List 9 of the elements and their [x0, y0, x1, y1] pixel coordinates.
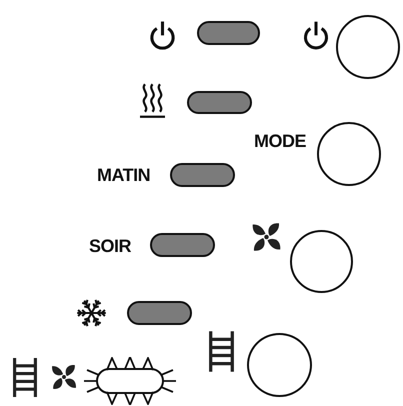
indicator-light	[170, 163, 235, 187]
button-caption: MODE	[254, 132, 306, 150]
indicator-caption: SOIR	[89, 237, 132, 255]
indicator-light	[127, 301, 192, 325]
indicator-light	[187, 91, 252, 114]
blinking-indicator-light	[83, 357, 177, 405]
indicator-light	[150, 233, 215, 257]
indicator-caption: MATIN	[97, 166, 150, 184]
indicator-light	[197, 21, 260, 45]
